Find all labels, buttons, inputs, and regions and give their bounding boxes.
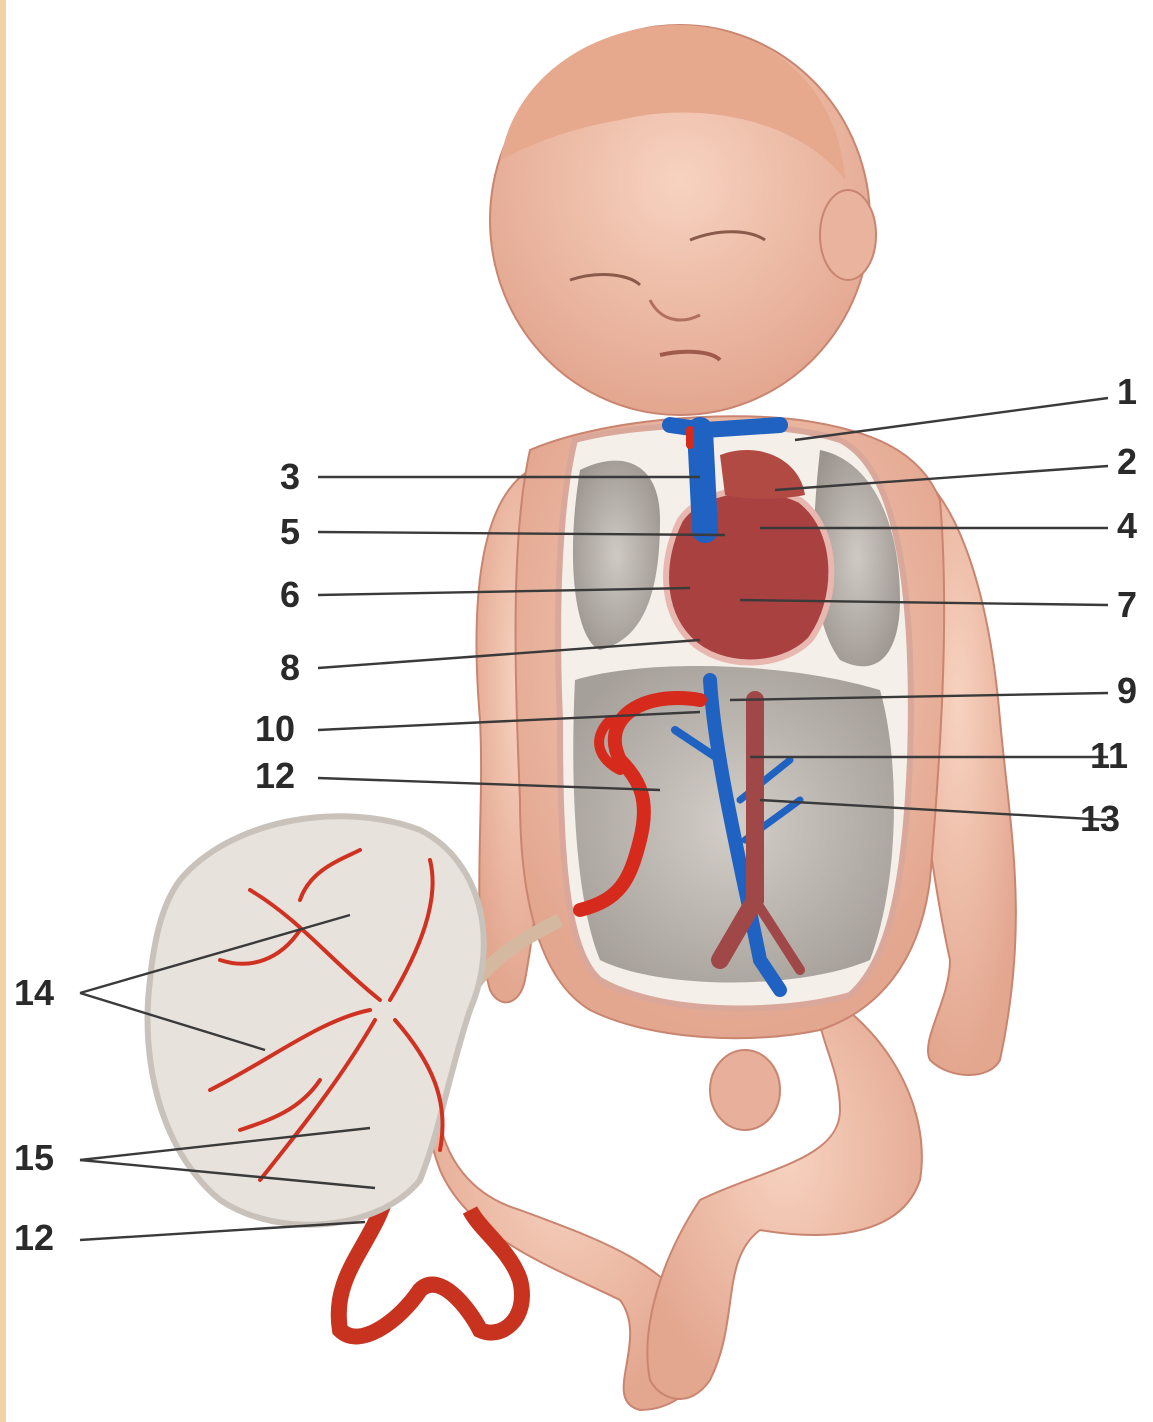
label-2: 2 [1117, 444, 1137, 480]
genitals [710, 1050, 780, 1130]
label-11: 11 [1090, 738, 1128, 774]
label-4: 4 [1117, 508, 1137, 544]
label-15: 15 [14, 1140, 54, 1176]
ear [820, 190, 876, 280]
label-13: 13 [1080, 801, 1120, 837]
label-3: 3 [280, 459, 300, 495]
placenta [148, 816, 484, 1224]
label-14: 14 [14, 975, 54, 1011]
label-6: 6 [280, 577, 300, 613]
label-12-top: 12 [255, 758, 295, 794]
leader-12-bottom [80, 1222, 365, 1240]
label-9: 9 [1117, 673, 1137, 709]
label-7: 7 [1117, 587, 1137, 623]
head [490, 25, 876, 415]
legs [426, 990, 922, 1410]
label-12-bottom: 12 [14, 1220, 54, 1256]
label-8: 8 [280, 650, 300, 686]
label-10: 10 [255, 711, 295, 747]
label-1: 1 [1117, 374, 1137, 410]
leader-1 [795, 398, 1108, 440]
label-5: 5 [280, 514, 300, 550]
heart [666, 490, 831, 663]
